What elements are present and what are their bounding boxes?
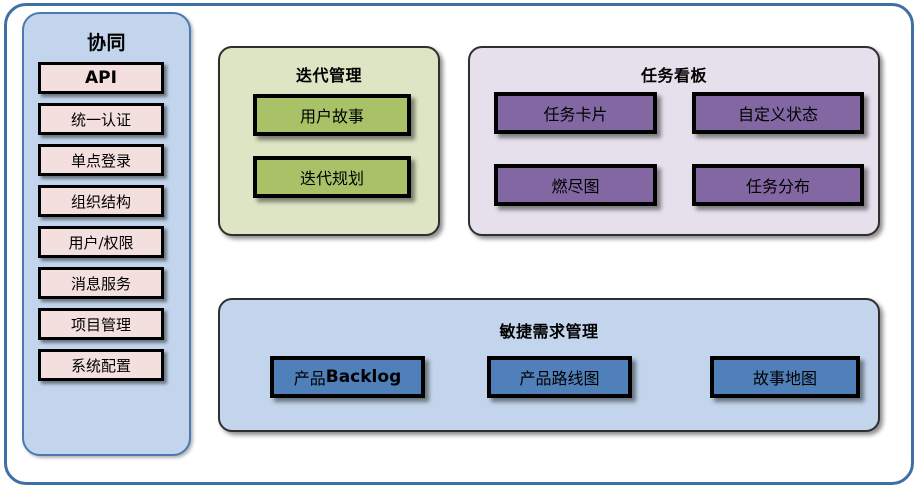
taskboard-panel-title: 任务看板 bbox=[640, 66, 707, 85]
iteration-panel-title: 迭代管理 bbox=[295, 66, 362, 85]
sidebar-item-project-management[interactable]: 项目管理 bbox=[38, 308, 164, 340]
sidebar-item-message-service[interactable]: 消息服务 bbox=[38, 267, 164, 299]
sidebar-item-api[interactable]: API bbox=[38, 62, 164, 94]
sidebar-item-unified-auth[interactable]: 统一认证 bbox=[38, 103, 164, 135]
sidebar-item-list: API 统一认证 单点登录 组织结构 用户/权限 消息服务 项目管理 系统配置 bbox=[38, 62, 179, 390]
node-product-roadmap[interactable]: 产品路线图 bbox=[487, 356, 632, 398]
sidebar-item-user-permission[interactable]: 用户/权限 bbox=[38, 226, 164, 258]
node-iteration-plan[interactable]: 迭代规划 bbox=[253, 156, 411, 198]
node-story-map[interactable]: 故事地图 bbox=[710, 356, 860, 398]
node-task-distribution[interactable]: 任务分布 bbox=[692, 164, 864, 206]
sidebar-item-system-config[interactable]: 系统配置 bbox=[38, 349, 164, 381]
agile-panel-title: 敏捷需求管理 bbox=[499, 322, 599, 341]
outer-frame bbox=[4, 3, 914, 485]
node-burndown-chart[interactable]: 燃尽图 bbox=[494, 164, 657, 206]
node-task-card[interactable]: 任务卡片 bbox=[494, 92, 657, 134]
sidebar-item-single-sign-on[interactable]: 单点登录 bbox=[38, 144, 164, 176]
panel-iteration-management[interactable]: 迭代管理 用户故事 迭代规划 bbox=[218, 46, 440, 236]
node-custom-status[interactable]: 自定义状态 bbox=[692, 92, 864, 134]
sidebar-item-org-structure[interactable]: 组织结构 bbox=[38, 185, 164, 217]
node-user-story[interactable]: 用户故事 bbox=[253, 94, 411, 136]
node-product-backlog-cjk: 产品 bbox=[293, 369, 326, 388]
sidebar-panel-collaboration[interactable]: 协同 API 统一认证 单点登录 组织结构 用户/权限 消息服务 项目管理 系统… bbox=[22, 12, 191, 456]
node-product-backlog-latin: Backlog bbox=[325, 367, 402, 387]
panel-task-board[interactable]: 任务看板 任务卡片 自定义状态 燃尽图 任务分布 bbox=[468, 46, 880, 236]
sidebar-title: 协同 bbox=[86, 32, 126, 54]
